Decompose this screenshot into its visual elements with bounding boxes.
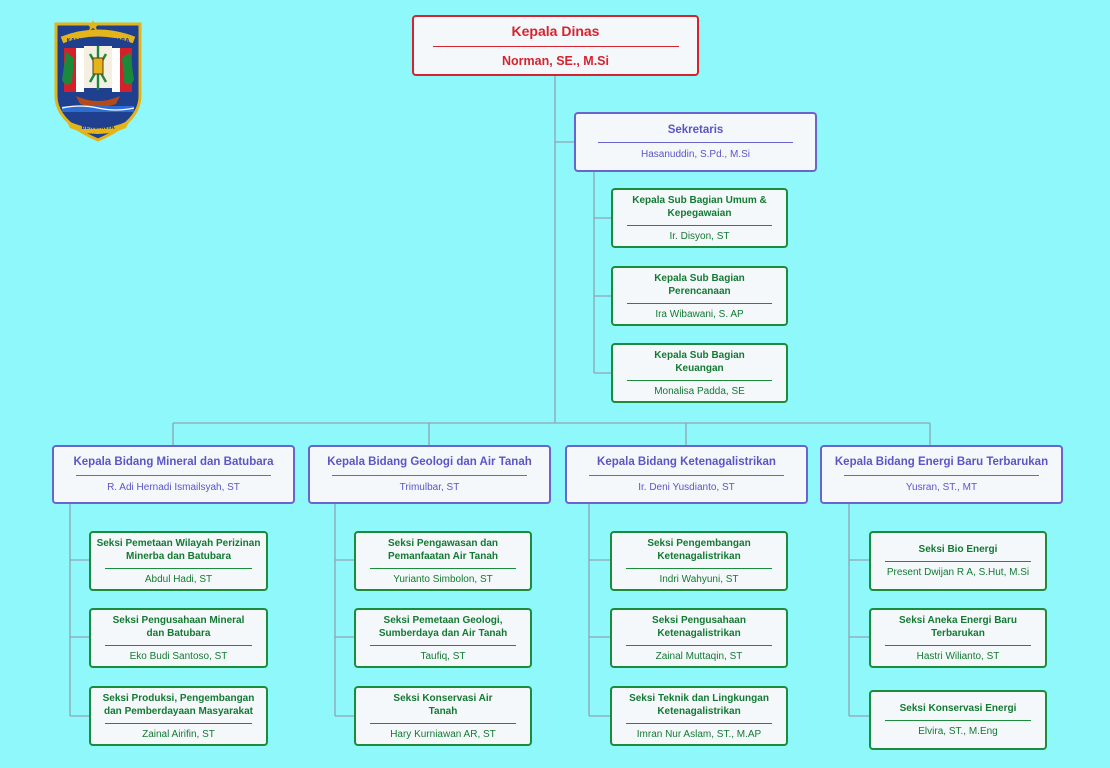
head-divider (432, 46, 679, 48)
section-box: Seksi Pengusahaan Ketenagalistrikan Zain… (610, 608, 788, 668)
section-title: Seksi Aneka Energi Baru Terbarukan (898, 614, 1017, 640)
sub-box-umum: Kepala Sub Bagian Umum & Kepegawaian Ir.… (611, 188, 788, 248)
section-box: Seksi Konservasi Energi Elvira, ST., M.E… (869, 690, 1047, 750)
secretary-box: Sekretaris Hasanuddin, S.Pd., M.Si (574, 112, 817, 172)
sub-box-perencanaan: Kepala Sub Bagian Perencanaan Ira Wibawa… (611, 266, 788, 326)
section-box: Seksi Pengawasan dan Pemanfaatan Air Tan… (354, 531, 532, 591)
connector-div2-trunk (334, 504, 354, 717)
connector-div3-trunk (588, 504, 610, 717)
section-divider (625, 722, 773, 724)
section-box: Seksi Pengusahaan Mineral dan Batubara E… (89, 608, 268, 668)
division-name: Yusran, ST., MT (905, 481, 978, 493)
section-box: Seksi Bio Energi Present Dwijan R A, S.H… (869, 531, 1047, 591)
section-title: Seksi Bio Energi (918, 544, 998, 556)
sub-title: Kepala Sub Bagian Umum & Kepegawaian (632, 194, 767, 220)
section-divider (369, 644, 517, 646)
sub-title: Kepala Sub Bagian Perencanaan (654, 272, 745, 298)
section-name: Present Dwijan R A, S.Hut, M.Si (886, 566, 1030, 578)
section-name: Elvira, ST., M.Eng (918, 725, 998, 737)
section-name: Taufiq, ST (420, 650, 466, 662)
head-name: Norman, SE., M.Si (502, 54, 609, 69)
section-box: Seksi Pemetaan Geologi, Sumberdaya dan A… (354, 608, 532, 668)
sub-name: Monalisa Padda, SE (654, 385, 745, 397)
section-divider (625, 644, 773, 646)
sub-divider (626, 302, 773, 304)
section-title: Seksi Konservasi Energi (899, 703, 1017, 715)
section-title: Seksi Teknik dan Lingkungan Ketenagalist… (629, 692, 769, 718)
section-divider (884, 719, 1032, 721)
logo-bottom-text: BENUANTA (81, 125, 115, 131)
kaltara-emblem-logo: KALIMANTAN UTARA BENUANTA (54, 20, 142, 142)
section-name: Zainal Airifin, ST (142, 728, 215, 740)
head-title: Kepala Dinas (511, 22, 600, 39)
head-box: Kepala Dinas Norman, SE., M.Si (412, 15, 699, 76)
division-name: R. Adi Hernadi Ismailsyah, ST (107, 481, 240, 493)
section-divider (884, 644, 1032, 646)
section-box: Seksi Aneka Energi Baru Terbarukan Hastr… (869, 608, 1047, 668)
secretary-divider (597, 142, 794, 144)
section-title: Seksi Konservasi Air Tanah (393, 692, 493, 718)
sub-title: Kepala Sub Bagian Keuangan (654, 349, 745, 375)
connector-div4-trunk (848, 504, 869, 717)
secretary-name: Hasanuddin, S.Pd., M.Si (641, 149, 750, 161)
division-box-mineral: Kepala Bidang Mineral dan Batubara R. Ad… (52, 445, 295, 504)
section-box: Seksi Pengembangan Ketenagalistrikan Ind… (610, 531, 788, 591)
section-name: Eko Budi Santoso, ST (129, 650, 228, 662)
division-divider (843, 474, 1040, 476)
section-name: Hastri Wilianto, ST (916, 650, 1000, 662)
division-name: Ir. Deni Yusdianto, ST (638, 481, 735, 493)
section-title: Seksi Pengawasan dan Pemanfaatan Air Tan… (387, 537, 499, 563)
division-box-ketenagalistrikan: Kepala Bidang Ketenagalistrikan Ir. Deni… (565, 445, 808, 504)
section-divider (884, 560, 1032, 562)
logo-top-text: KALIMANTAN UTARA (66, 38, 130, 44)
section-box: Seksi Produksi, Pengembangan dan Pemberd… (89, 686, 268, 746)
section-divider (369, 722, 517, 724)
section-name: Abdul Hadi, ST (144, 573, 213, 585)
section-title: Seksi Produksi, Pengembangan dan Pemberd… (102, 692, 255, 718)
section-name: Hary Kurniawan AR, ST (390, 728, 496, 740)
section-title: Seksi Pengusahaan Mineral dan Batubara (112, 614, 245, 640)
division-divider (75, 474, 272, 476)
division-name: Trimulbar, ST (399, 481, 460, 493)
sub-name: Ira Wibawani, S. AP (655, 308, 744, 320)
division-divider (331, 474, 528, 476)
section-divider (369, 567, 517, 569)
section-divider (105, 567, 252, 569)
section-divider (105, 722, 252, 724)
section-name: Indri Wahyuni, ST (659, 573, 739, 585)
sub-name: Ir. Disyon, ST (669, 230, 730, 242)
division-title: Kepala Bidang Mineral dan Batubara (73, 456, 274, 469)
section-title: Seksi Pengembangan Ketenagalistrikan (647, 537, 751, 563)
division-box-geologi: Kepala Bidang Geologi dan Air Tanah Trim… (308, 445, 551, 504)
sub-box-keuangan: Kepala Sub Bagian Keuangan Monalisa Padd… (611, 343, 788, 403)
section-divider (105, 644, 252, 646)
section-divider (625, 567, 773, 569)
section-title: Seksi Pemetaan Wilayah Perizinan Minerba… (96, 537, 261, 563)
sub-divider (626, 379, 773, 381)
section-name: Zainal Muttaqin, ST (655, 650, 743, 662)
division-title: Kepala Bidang Ketenagalistrikan (597, 456, 776, 469)
division-box-ebt: Kepala Bidang Energi Baru Terbarukan Yus… (820, 445, 1063, 504)
division-title: Kepala Bidang Geologi dan Air Tanah (327, 456, 532, 469)
section-title: Seksi Pemetaan Geologi, Sumberdaya dan A… (378, 614, 508, 640)
section-name: Imran Nur Aslam, ST., M.AP (636, 728, 762, 740)
section-box: Seksi Teknik dan Lingkungan Ketenagalist… (610, 686, 788, 746)
division-divider (588, 474, 785, 476)
connector-div1-trunk (69, 504, 89, 717)
sub-divider (626, 224, 773, 226)
section-name: Yurianto Simbolon, ST (393, 573, 493, 585)
secretary-title: Sekretaris (667, 123, 724, 136)
section-box: Seksi Konservasi Air Tanah Hary Kurniawa… (354, 686, 532, 746)
section-title: Seksi Pengusahaan Ketenagalistrikan (652, 614, 746, 640)
division-title: Kepala Bidang Energi Baru Terbarukan (834, 456, 1049, 469)
section-box: Seksi Pemetaan Wilayah Perizinan Minerba… (89, 531, 268, 591)
